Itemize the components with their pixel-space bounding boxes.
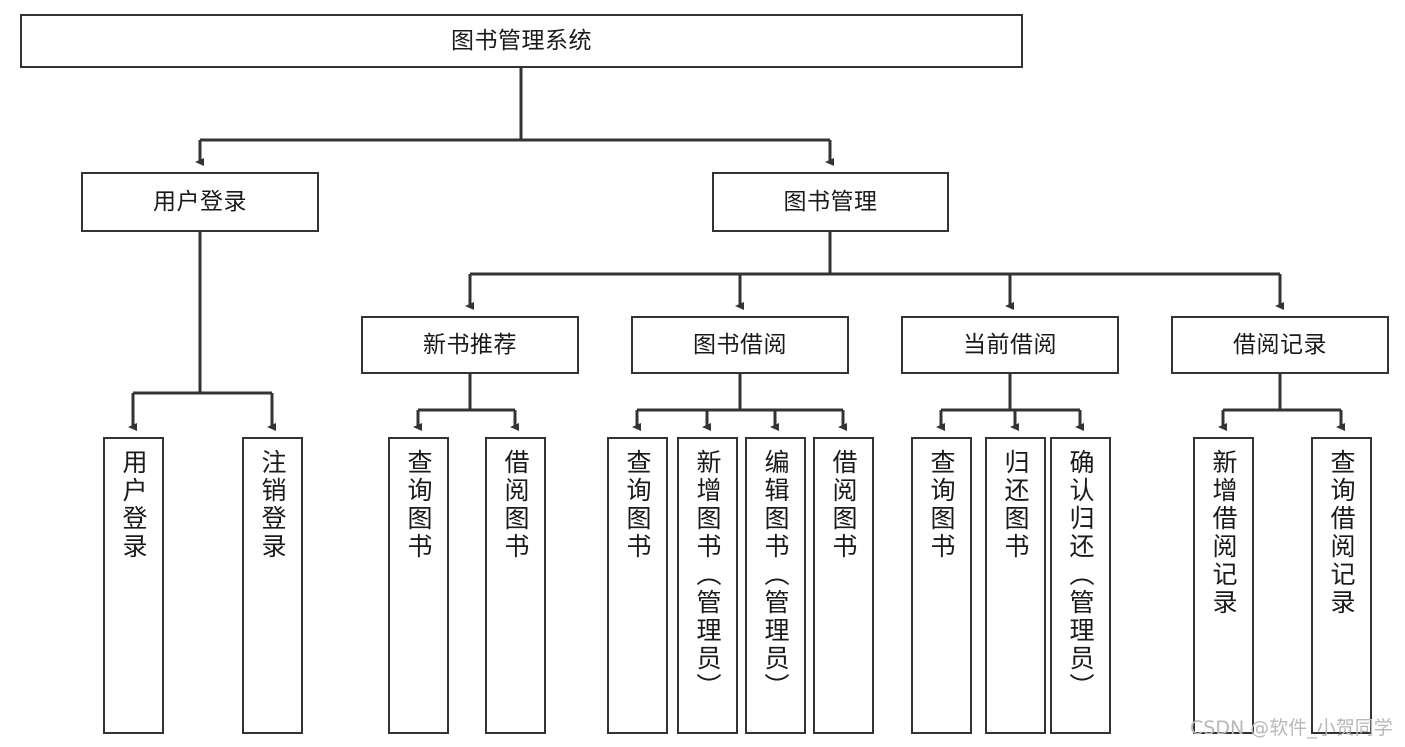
node-new-book-recommend[interactable]: 新书推荐: [361, 316, 579, 374]
node-label: 用户登录: [119, 449, 148, 561]
leaf-return-book[interactable]: 归还图书: [985, 437, 1046, 734]
leaf-query-borrow-record[interactable]: 查询借阅记录: [1311, 437, 1372, 734]
node-label: 查询图书: [927, 449, 956, 561]
leaf-query-book-borrow[interactable]: 查询图书: [607, 437, 668, 734]
node-label: 新增借阅记录: [1209, 449, 1238, 617]
node-book-borrow[interactable]: 图书借阅: [631, 316, 849, 374]
node-label: 用户登录: [153, 188, 247, 215]
node-label: 新增图书（管理员）: [693, 449, 722, 701]
leaf-edit-book-admin[interactable]: 编辑图书（管理员）: [745, 437, 806, 734]
node-label: 图书管理系统: [451, 27, 592, 54]
leaf-add-borrow-record[interactable]: 新增借阅记录: [1193, 437, 1254, 734]
leaf-borrow-book[interactable]: 借阅图书: [813, 437, 874, 734]
node-label: 确认归还（管理员）: [1066, 449, 1095, 701]
watermark: CSDN @软件_小贺同学: [1190, 717, 1393, 739]
node-label: 借阅图书: [829, 449, 858, 561]
node-root-system[interactable]: 图书管理系统: [20, 14, 1023, 68]
node-label: 归还图书: [1001, 449, 1030, 561]
node-current-borrow[interactable]: 当前借阅: [901, 316, 1119, 374]
leaf-borrow-book-recommend[interactable]: 借阅图书: [485, 437, 546, 734]
node-label: 图书管理: [783, 188, 878, 215]
node-label: 注销登录: [258, 449, 287, 561]
leaf-query-book-current[interactable]: 查询图书: [911, 437, 972, 734]
leaf-user-login[interactable]: 用户登录: [103, 437, 164, 734]
node-borrow-record[interactable]: 借阅记录: [1171, 316, 1389, 374]
node-label: 当前借阅: [963, 331, 1057, 358]
leaf-confirm-return-admin[interactable]: 确认归还（管理员）: [1050, 437, 1111, 734]
node-label: 编辑图书（管理员）: [761, 449, 790, 701]
leaf-logout[interactable]: 注销登录: [242, 437, 303, 734]
leaf-add-book-admin[interactable]: 新增图书（管理员）: [677, 437, 738, 734]
node-label: 新书推荐: [423, 331, 517, 358]
node-book-manage[interactable]: 图书管理: [712, 172, 949, 232]
node-label: 查询图书: [404, 449, 433, 561]
node-label: 查询图书: [623, 449, 652, 561]
node-label: 图书借阅: [693, 331, 787, 358]
node-user-login[interactable]: 用户登录: [81, 172, 319, 232]
node-label: 借阅记录: [1233, 331, 1327, 358]
node-label: 借阅图书: [501, 449, 530, 561]
leaf-query-book-recommend[interactable]: 查询图书: [388, 437, 449, 734]
node-label: 查询借阅记录: [1327, 449, 1356, 617]
